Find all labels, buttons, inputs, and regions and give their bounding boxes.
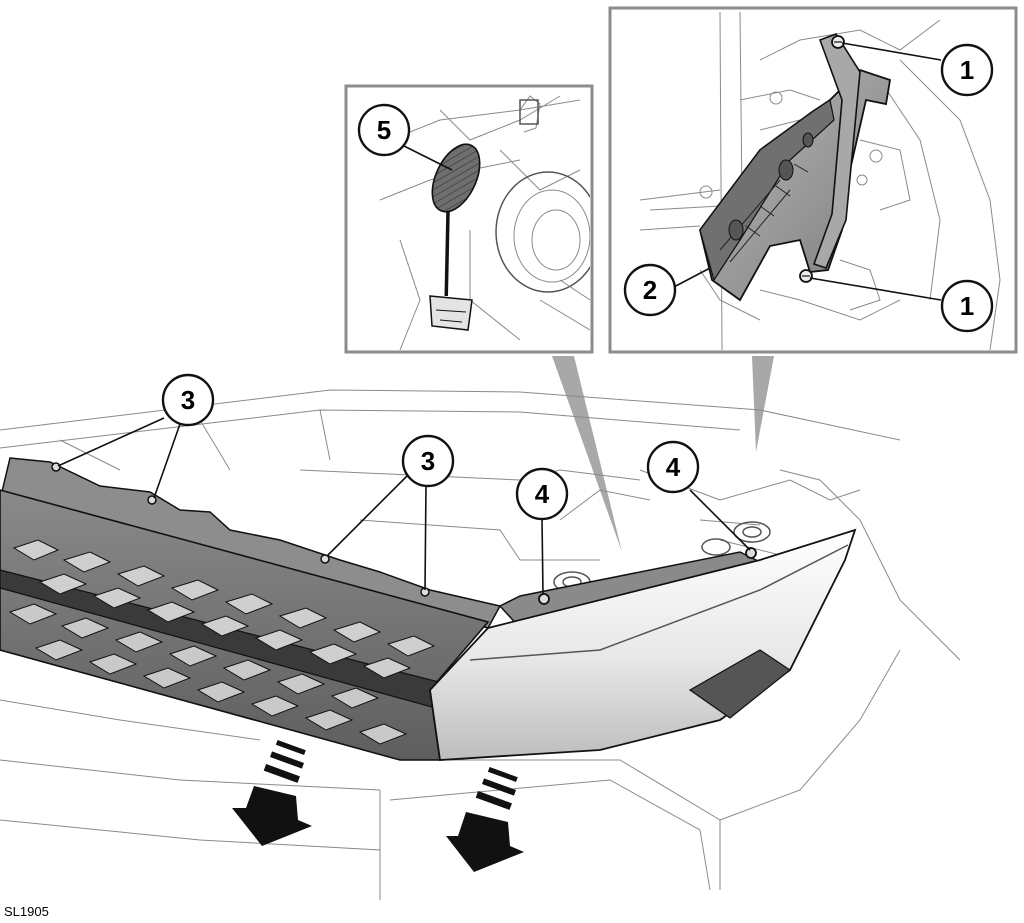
removal-direction-arrow-right xyxy=(446,766,524,872)
callout-2: 2 xyxy=(623,263,677,317)
body-grommet xyxy=(701,538,731,556)
svg-text:1: 1 xyxy=(960,291,974,321)
callout-1-bottom: 1 xyxy=(940,279,994,333)
removal-direction-arrow-left xyxy=(232,739,312,846)
svg-text:2: 2 xyxy=(643,275,657,305)
inset-detail-clip xyxy=(344,84,594,354)
grille-fixing-screw xyxy=(51,462,61,472)
svg-text:5: 5 xyxy=(377,115,391,145)
clip-stem xyxy=(444,199,450,297)
callout-4-right: 4 xyxy=(646,440,700,494)
leader-lines xyxy=(57,42,942,595)
body-grommet xyxy=(733,521,771,543)
svg-text:3: 3 xyxy=(181,385,195,415)
svg-text:3: 3 xyxy=(421,446,435,476)
callout-3-left: 3 xyxy=(161,373,215,427)
figure-reference-code: SL1905 xyxy=(4,904,49,919)
callout-1-top: 1 xyxy=(940,43,994,97)
clip-head xyxy=(431,143,481,213)
front-grille xyxy=(0,457,502,761)
headlamp-fixing-bolt xyxy=(745,547,757,559)
headlamp-fixing-bolt xyxy=(538,593,550,605)
svg-text:4: 4 xyxy=(535,479,550,509)
headlamp-assembly xyxy=(429,528,857,761)
callout-3-center: 3 xyxy=(401,434,455,488)
inset-pointer-cone-right xyxy=(752,356,774,452)
svg-text:4: 4 xyxy=(666,452,681,482)
inset-pointer-cone-left xyxy=(552,356,622,552)
svg-text:1: 1 xyxy=(960,55,974,85)
callout-4-left: 4 xyxy=(515,467,569,521)
grille-fixing-screw xyxy=(320,554,330,564)
callout-5: 5 xyxy=(357,103,411,157)
